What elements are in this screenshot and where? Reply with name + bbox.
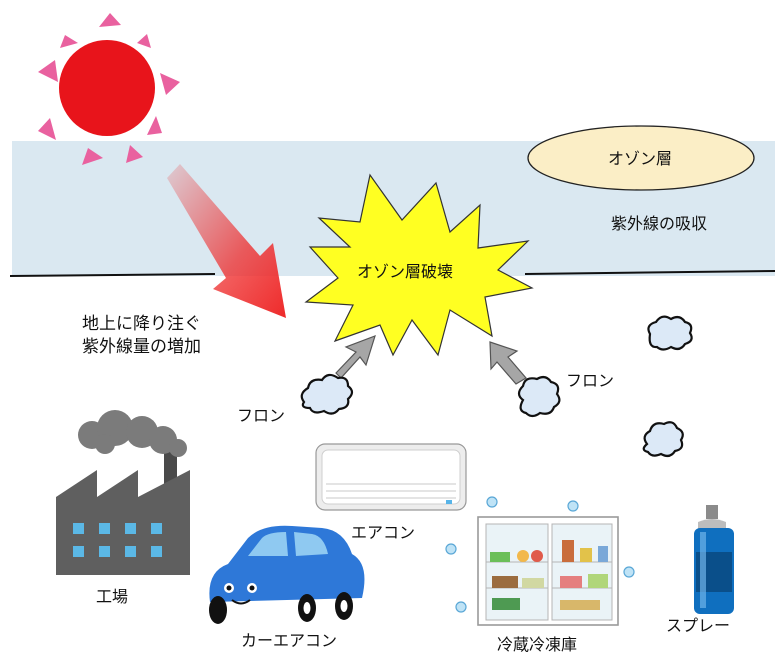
freon-label-left: フロン bbox=[237, 406, 286, 425]
uv-increase-label-line1: 地上に降り注ぐ bbox=[82, 314, 201, 334]
ozone-layer-label: オゾン層 bbox=[608, 149, 673, 168]
freon-cloud-icon bbox=[647, 315, 693, 351]
freon-arrow-right bbox=[489, 341, 527, 385]
ozone-destruction-burst bbox=[304, 173, 534, 357]
air-conditioner-icon bbox=[315, 443, 467, 511]
spray-can-icon bbox=[694, 505, 734, 614]
ground-line-right bbox=[524, 270, 775, 275]
ozone-destruction-label: オゾン層破壊 bbox=[357, 262, 454, 281]
sun-icon bbox=[38, 13, 180, 165]
freon-cloud-icon bbox=[300, 373, 354, 415]
freon-arrow-left bbox=[335, 335, 376, 379]
uv-arrow bbox=[167, 164, 286, 318]
ozone-ellipse bbox=[527, 125, 755, 191]
air-conditioner-label: エアコン bbox=[351, 523, 416, 542]
uv-increase-label-line2: 紫外線量の増加 bbox=[82, 337, 201, 357]
factory-label: 工場 bbox=[96, 587, 129, 606]
fridge-freezer-icon bbox=[445, 496, 635, 626]
uv-absorption-label: 紫外線の吸収 bbox=[611, 214, 708, 233]
freon-label-right: フロン bbox=[566, 371, 615, 390]
car-icon bbox=[209, 525, 365, 624]
ground-line-left bbox=[9, 273, 216, 277]
freezer-fridge-label: 冷蔵冷凍庫 bbox=[497, 635, 578, 654]
freon-cloud-icon bbox=[642, 421, 684, 458]
spray-label: スプレー bbox=[666, 616, 731, 635]
factory-icon bbox=[56, 410, 190, 575]
car-aircon-label: カーエアコン bbox=[241, 631, 338, 650]
freon-cloud-icon bbox=[517, 375, 561, 418]
